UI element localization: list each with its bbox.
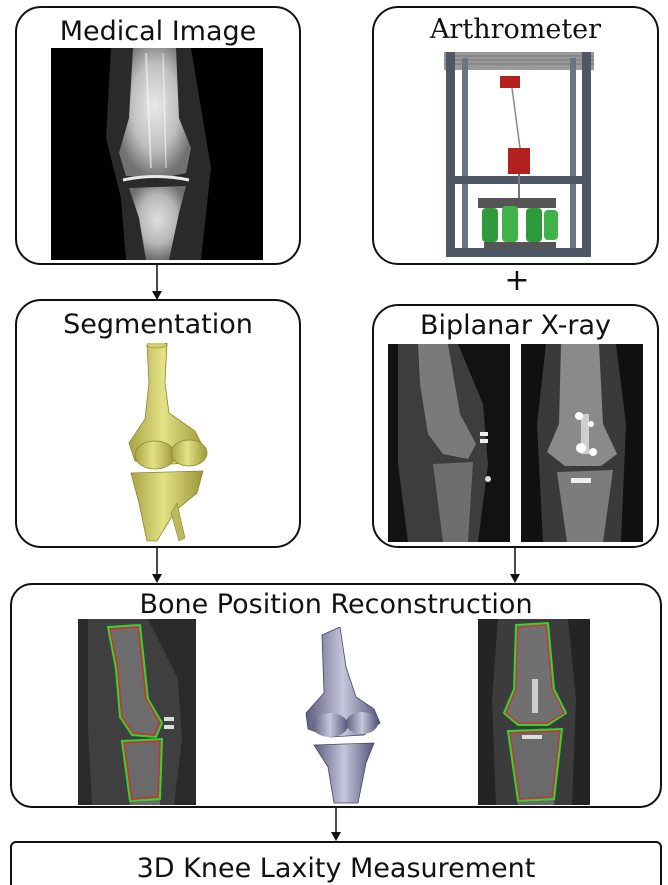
lateral-xray-image	[388, 344, 510, 542]
knee-laxity-measurement-title: 3D Knee Laxity Measurement	[12, 855, 660, 882]
knee-laxity-measurement-panel: 3D Knee Laxity Measurement	[10, 841, 662, 885]
segmentation-panel: Segmentation	[15, 299, 301, 548]
frontal-xray-image	[521, 344, 643, 542]
arrow-biplanar-to-reconstruction	[508, 548, 522, 584]
bone-position-reconstruction-title: Bone Position Reconstruction	[12, 591, 660, 618]
reconstructed-bone-model	[294, 627, 390, 805]
biplanar-xray-panel: Biplanar X-ray	[372, 304, 659, 548]
arrow-reconstruction-to-laxity	[329, 808, 343, 842]
arrow-segmentation-to-reconstruction	[150, 548, 164, 584]
arthrometer-title: Arthrometer	[374, 16, 657, 43]
arrow-medical-to-segmentation	[150, 265, 164, 301]
arthrometer-device	[422, 48, 612, 260]
bone-position-reconstruction-panel: Bone Position Reconstruction	[10, 583, 662, 808]
segmented-knee-model	[117, 343, 227, 543]
lateral-contour-overlay	[78, 619, 196, 805]
ct-knee-image	[51, 48, 263, 260]
medical-image-panel: Medical Image	[15, 6, 301, 265]
frontal-contour-overlay	[478, 619, 590, 805]
arthrometer-panel: Arthrometer	[372, 6, 659, 265]
plus-symbol: +	[497, 266, 537, 296]
biplanar-xray-title: Biplanar X-ray	[374, 312, 657, 339]
segmentation-title: Segmentation	[17, 311, 299, 338]
medical-image-title: Medical Image	[17, 18, 299, 45]
